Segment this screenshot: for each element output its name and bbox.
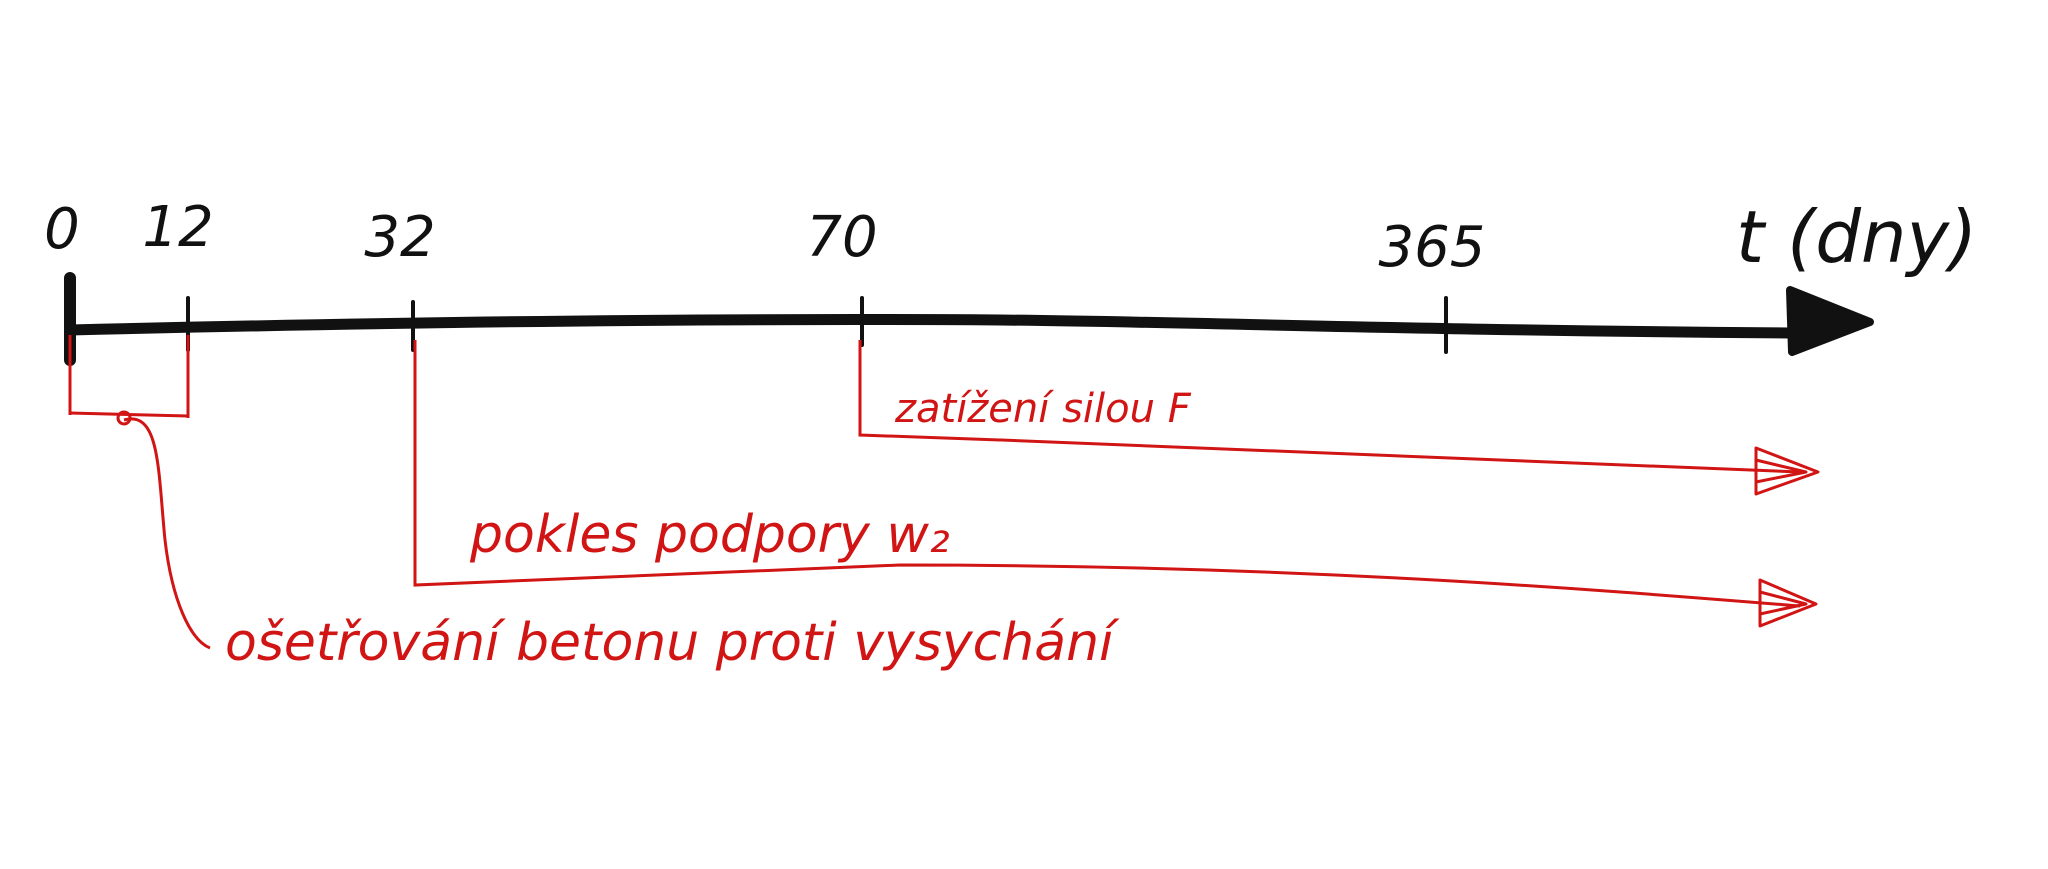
settlement-label: pokles podpory w₂ [469,505,950,565]
tick-label-365: 365 [1379,215,1486,280]
settlement-line [413,340,1801,608]
loading-arrowhead [1754,446,1820,496]
loading-line [858,340,1801,474]
tick-label-12: 12 [142,195,213,260]
tick-label-70: 70 [806,205,877,270]
tick-label-0: 0 [44,197,80,262]
axis-label: t (dny) [1736,195,1977,279]
time-axis-line [64,313,1796,339]
tick-label-32: 32 [364,205,435,270]
time-axis-arrowhead [1786,286,1874,356]
curing-leader-line [123,417,211,650]
settlement-arrowhead [1758,578,1818,628]
loading-label: zatížení silou F [894,386,1192,432]
curing-label: ošetřování betonu proti vysychání [225,613,1120,673]
